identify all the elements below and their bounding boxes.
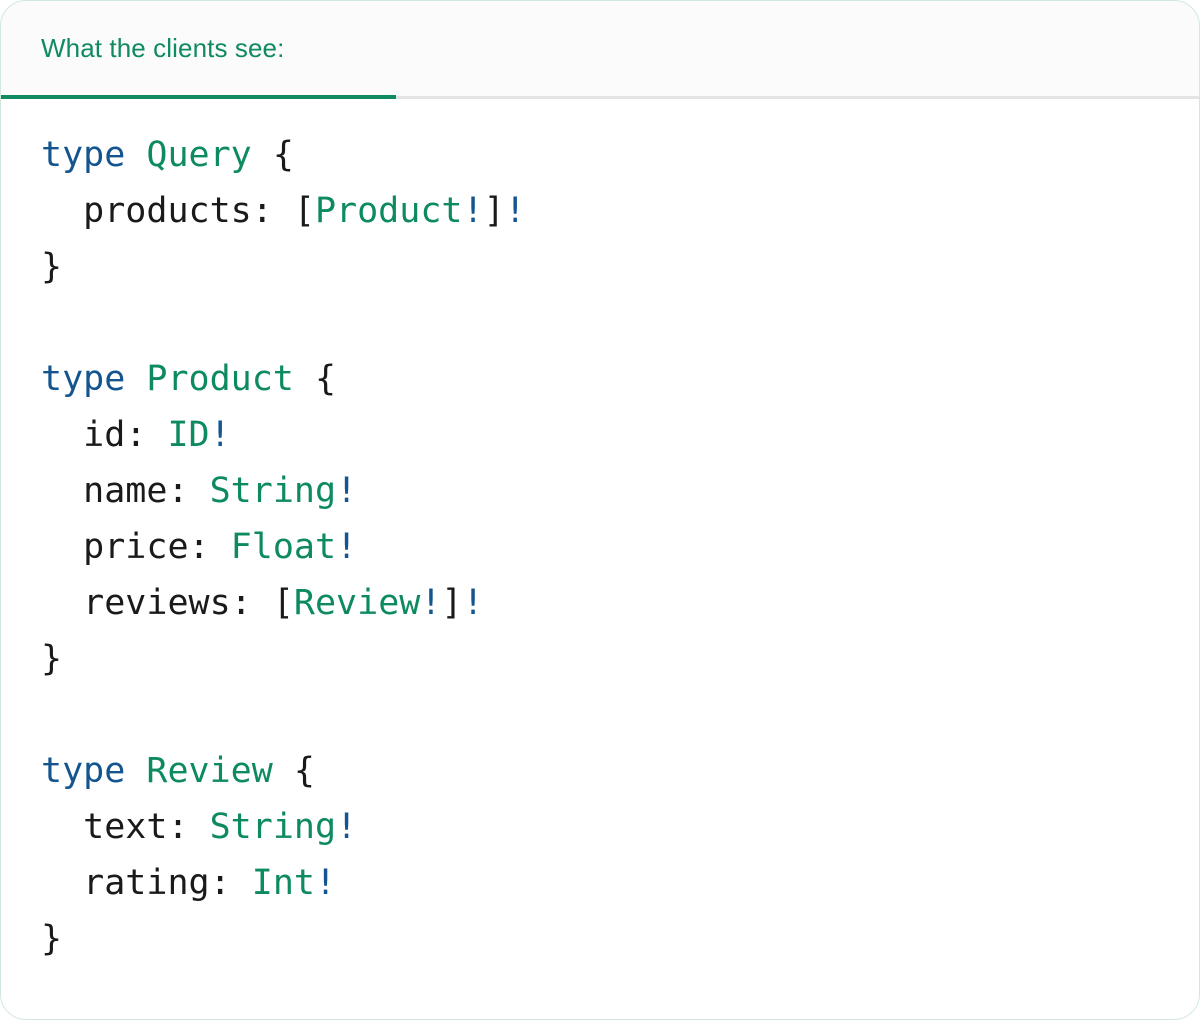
code-token-punct <box>41 527 83 567</box>
code-token-field: reviews <box>83 583 231 623</box>
code-token-typename: ID <box>167 415 210 455</box>
card-header: What the clients see: <box>1 1 1199 99</box>
code-token-punct: : <box>125 415 168 455</box>
code-token-bang: ! <box>336 471 358 511</box>
code-token-bang: ! <box>314 863 337 903</box>
code-token-brace: } <box>41 247 63 287</box>
code-token-punct <box>125 359 146 399</box>
code-token-keyword: type <box>41 751 126 791</box>
code-token-field: text <box>83 807 168 847</box>
code-token-punct <box>41 191 83 231</box>
code-token-field: products <box>83 191 252 231</box>
code-token-field: id <box>83 415 126 455</box>
code-token-bang: ! <box>462 191 484 231</box>
code-token-typename: Product <box>146 359 294 399</box>
code-token-field: name <box>83 471 168 511</box>
code-line: reviews: [Review!]! <box>41 575 1159 631</box>
code-token-typename: Query <box>146 135 252 175</box>
code-token-bang: ! <box>504 191 526 231</box>
code-token-punct: : <box>230 583 273 623</box>
code-line: name: String! <box>41 463 1159 519</box>
code-token-bracket: [ <box>272 583 294 623</box>
code-token-bang: ! <box>420 583 442 623</box>
code-line <box>41 687 1159 743</box>
code-token-bang: ! <box>336 807 358 847</box>
code-token-field: price <box>83 527 189 567</box>
code-token-typename: Float <box>230 527 337 567</box>
code-token-punct <box>41 415 83 455</box>
code-line: price: Float! <box>41 519 1159 575</box>
code-token-punct <box>125 135 146 175</box>
code-token-brace: { <box>293 751 315 791</box>
code-token-punct <box>41 807 83 847</box>
code-token-typename: Review <box>146 751 273 791</box>
code-token-punct: : <box>188 527 231 567</box>
code-token-brace: } <box>41 919 63 959</box>
code-token-bang: ! <box>462 583 484 623</box>
code-token-brace: { <box>272 135 294 175</box>
code-token-punct <box>294 359 315 399</box>
code-token-brace: { <box>314 359 337 399</box>
code-line: type Query { <box>41 127 1159 183</box>
code-token-typename: Int <box>251 863 315 903</box>
code-token-punct <box>41 471 83 511</box>
code-token-punct <box>41 863 83 903</box>
code-token-punct: : <box>251 191 294 231</box>
code-body: type Query { products: [Product!]! } typ… <box>1 99 1199 1018</box>
code-line: type Review { <box>41 743 1159 799</box>
code-line: rating: Int! <box>41 855 1159 911</box>
tab-label: What the clients see: <box>41 32 285 63</box>
code-token-bang: ! <box>336 527 358 567</box>
code-lines-container: type Query { products: [Product!]! } typ… <box>41 127 1159 967</box>
code-token-field: rating <box>83 863 210 903</box>
code-token-typename: Product <box>314 191 463 231</box>
code-line: type Product { <box>41 351 1159 407</box>
code-line: products: [Product!]! <box>41 183 1159 239</box>
code-line: id: ID! <box>41 407 1159 463</box>
code-token-bracket: ] <box>441 583 463 623</box>
code-token-typename: Review <box>293 583 421 623</box>
code-token-bang: ! <box>209 415 231 455</box>
code-token-typename: String <box>209 807 337 847</box>
code-line: text: String! <box>41 799 1159 855</box>
code-token-brace: } <box>41 639 63 679</box>
code-token-punct: : <box>209 863 252 903</box>
code-token-punct <box>125 751 146 791</box>
code-token-typename: String <box>209 471 337 511</box>
graphql-schema-code: type Query { products: [Product!]! } typ… <box>41 127 1159 967</box>
code-line: } <box>41 631 1159 687</box>
code-token-keyword: type <box>41 359 126 399</box>
code-token-punct <box>273 751 294 791</box>
code-token-bracket: [ <box>293 191 315 231</box>
code-token-punct <box>252 135 273 175</box>
code-token-punct: : <box>167 807 210 847</box>
code-token-keyword: type <box>41 135 126 175</box>
code-token-punct: : <box>167 471 210 511</box>
code-token-punct <box>41 583 83 623</box>
code-token-bracket: ] <box>483 191 505 231</box>
tab-what-the-clients-see[interactable]: What the clients see: <box>1 1 396 99</box>
code-line: } <box>41 911 1159 967</box>
code-line <box>41 295 1159 351</box>
code-line: } <box>41 239 1159 295</box>
